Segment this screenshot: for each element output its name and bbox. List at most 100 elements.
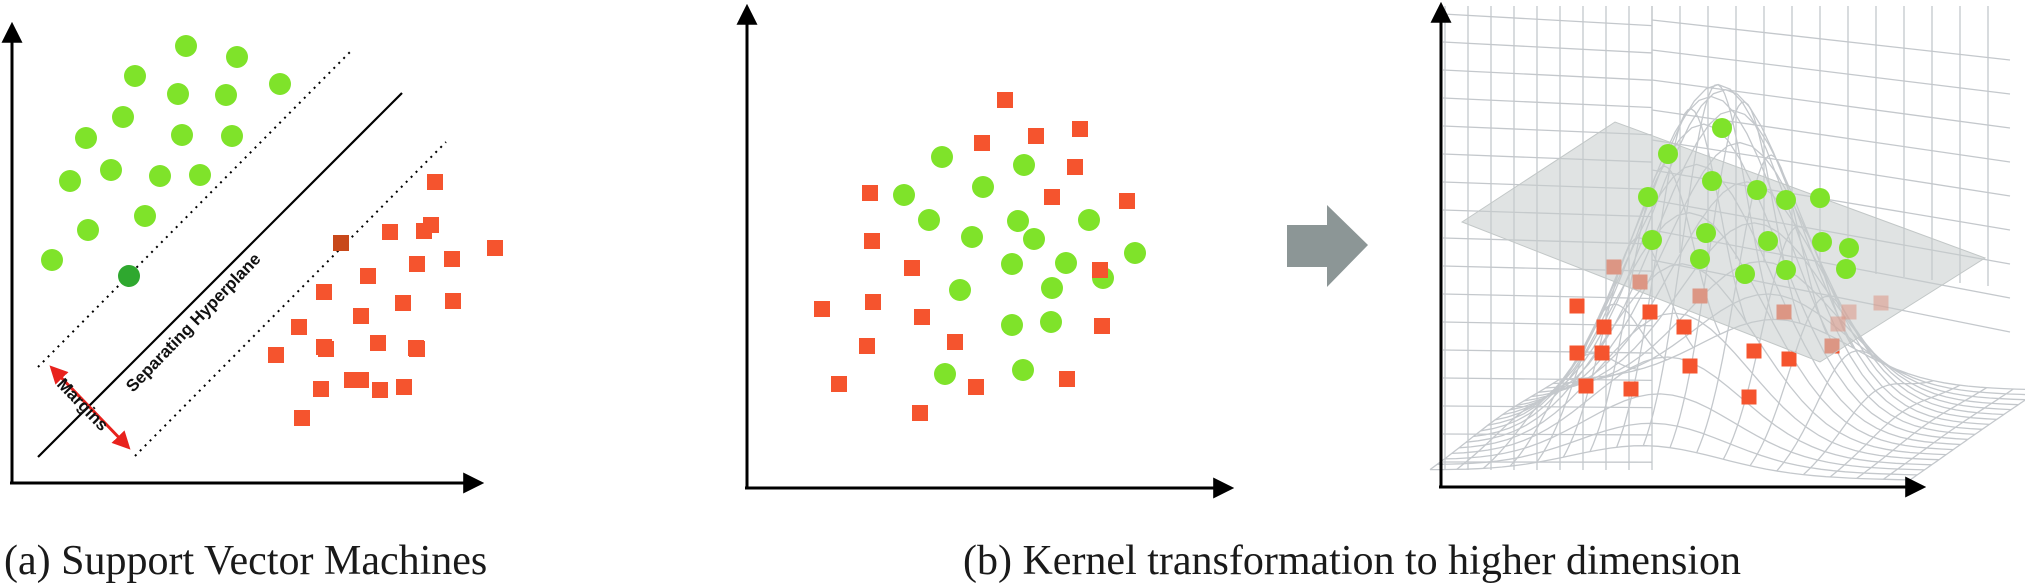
class-b-square <box>409 256 425 272</box>
input-square <box>912 405 928 421</box>
support-vector-square <box>333 235 349 251</box>
class-a-circle <box>75 127 97 149</box>
surface-grid-line <box>1494 95 1976 436</box>
surface-grid-line <box>1509 89 1990 426</box>
feature-square <box>1569 345 1585 361</box>
class-a-circle <box>189 164 211 186</box>
input-circle <box>961 226 983 248</box>
input-square <box>904 260 920 276</box>
class-b-square <box>444 251 460 267</box>
feature-circle <box>1747 180 1767 200</box>
input-space-panel <box>736 3 1235 499</box>
feature-circle <box>1810 188 1830 208</box>
feature-circle <box>1690 249 1710 269</box>
input-square <box>1044 189 1060 205</box>
caption-svm: (a) Support Vector Machines <box>4 538 488 584</box>
feature-circle <box>1658 144 1678 164</box>
class-b-square <box>409 341 425 357</box>
feature-square <box>1642 304 1658 320</box>
wall-grid-line <box>1442 41 1653 54</box>
class-a-circle <box>134 205 156 227</box>
feature-circle <box>1712 118 1732 138</box>
class-b-square <box>353 372 369 388</box>
wall-grid-line <box>1651 19 2011 61</box>
wall-grid-line <box>1442 69 1653 81</box>
class-a-circle <box>221 125 243 147</box>
input-circle <box>1001 253 1023 275</box>
input-square <box>1028 128 1044 144</box>
class-a-circle <box>167 83 189 105</box>
class-a-circle <box>149 165 171 187</box>
class-a-circle <box>215 84 237 106</box>
input-square <box>947 334 963 350</box>
feature-square <box>1594 345 1610 361</box>
input-circle <box>934 363 956 385</box>
feature-circle <box>1758 231 1778 251</box>
surface-grid-line <box>1487 123 1968 441</box>
input-square <box>862 185 878 201</box>
margins-label: Margins <box>53 375 112 435</box>
wall-grid-line <box>1442 349 1653 354</box>
feature-circle <box>1696 223 1716 243</box>
input-space-data-points <box>814 92 1146 421</box>
class-a-circle <box>77 219 99 241</box>
wall-grid-line <box>1442 321 1653 327</box>
class-b-square <box>353 308 369 324</box>
separating-plane <box>1460 121 1987 363</box>
input-circle <box>1040 311 1062 333</box>
class-b-square <box>396 379 412 395</box>
input-circle <box>1055 252 1077 274</box>
svm-panel: Separating Hyperplane Margins <box>1 21 503 494</box>
class-b-square <box>313 381 329 397</box>
hyperplane-label: Separating Hyperplane <box>122 249 264 395</box>
input-square <box>914 309 930 325</box>
feature-circle <box>1776 190 1796 210</box>
class-b-square <box>291 319 307 335</box>
surface-grid-line <box>1458 312 1939 461</box>
surface-grid-line <box>1437 422 1918 476</box>
input-circle <box>1013 154 1035 176</box>
input-square <box>974 135 990 151</box>
wall-grid-line <box>1651 139 2011 197</box>
class-b-square <box>382 224 398 240</box>
input-circle <box>1041 277 1063 299</box>
feature-circle <box>1836 259 1856 279</box>
input-square <box>1067 159 1083 175</box>
margins-arrow <box>49 365 131 450</box>
input-circle <box>972 176 994 198</box>
input-circle <box>1023 228 1045 250</box>
class-b-square <box>294 410 310 426</box>
feature-square <box>1569 298 1585 314</box>
feature-square <box>1578 378 1594 394</box>
input-square <box>865 294 881 310</box>
feature-square <box>1596 319 1612 335</box>
feature-circle <box>1642 230 1662 250</box>
feature-circle <box>1839 238 1859 258</box>
class-a-circle <box>269 73 291 95</box>
input-circle <box>1078 209 1100 231</box>
input-square <box>814 301 830 317</box>
wall-grid-line <box>1651 109 2011 163</box>
svm-data-points <box>41 35 503 426</box>
input-circle <box>1124 242 1146 264</box>
surface-grid-line <box>1444 393 1925 471</box>
class-b-square <box>316 284 332 300</box>
feature-circle <box>1702 171 1722 191</box>
surface-grid-line <box>1430 445 1911 481</box>
feature-square <box>1623 381 1639 397</box>
wall-grid-line <box>1651 49 2011 95</box>
feature-circle <box>1812 232 1832 252</box>
input-circle <box>931 146 953 168</box>
class-a-circle <box>112 106 134 128</box>
input-circle <box>1001 314 1023 336</box>
support-vector-circle <box>118 265 140 287</box>
wall-grid-line <box>1442 433 1653 436</box>
feature-space-panel <box>1429 1 2025 498</box>
class-b-square <box>268 347 284 363</box>
wall-grid-line <box>1442 377 1653 381</box>
feature-space-upper-points <box>1638 118 1859 284</box>
class-b-square <box>416 223 432 239</box>
input-square <box>1094 318 1110 334</box>
class-a-circle <box>171 124 193 146</box>
